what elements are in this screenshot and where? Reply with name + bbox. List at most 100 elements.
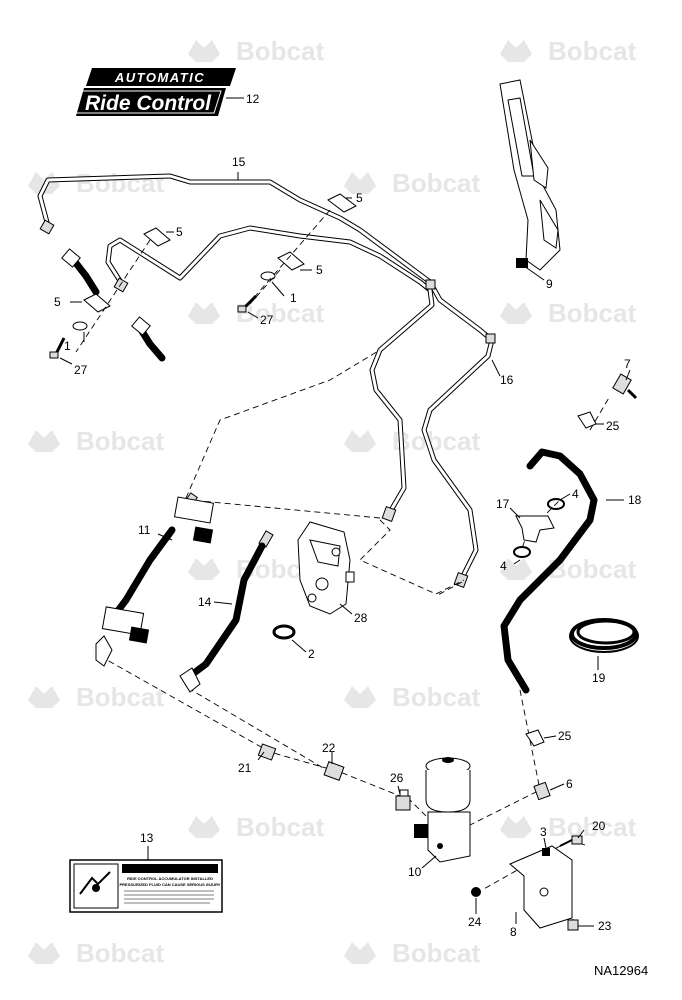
callout-7: 7: [624, 357, 631, 371]
callout-24: 24: [468, 915, 482, 929]
callout-26: 26: [390, 771, 404, 785]
clamp-25-upper: [577, 411, 597, 429]
watermark-text: Bobcat: [236, 812, 324, 842]
bracket-8: [509, 845, 573, 929]
hose-14: [179, 542, 266, 693]
hose-coil-19: [569, 618, 639, 653]
callout-5: 5: [54, 295, 61, 309]
logo-line1: AUTOMATIC: [114, 70, 205, 85]
o-ring-2: [272, 624, 296, 640]
bobcat-head-icon: [28, 430, 60, 452]
callout-1: 1: [290, 291, 297, 305]
callout-16: 16: [500, 373, 514, 387]
logo-line2: Ride Control: [85, 92, 212, 115]
callout-leaders: [59, 172, 631, 927]
bobcat-head-icon: [500, 816, 532, 838]
callout-8: 8: [510, 925, 517, 939]
warning-line2: PRESSURIZED FLUID CAN CAUSE SERIOUS INJU…: [120, 882, 221, 887]
callout-5: 5: [356, 191, 363, 205]
callout-4: 4: [572, 487, 579, 501]
watermark-text: Bobcat: [548, 812, 636, 842]
watermark-text: Bobcat: [392, 168, 480, 198]
callout-6: 6: [566, 777, 573, 791]
watermark: Bobcat: [28, 938, 164, 968]
callout-27: 27: [260, 313, 274, 327]
callout-1: 1: [64, 339, 71, 353]
fitting-7: [612, 373, 638, 400]
bobcat-head-icon: [344, 942, 376, 964]
bracket-17: [513, 498, 565, 558]
bobcat-head-icon: [500, 40, 532, 62]
hose-11: [95, 496, 215, 667]
callout-12: 12: [246, 92, 260, 106]
bobcat-head-icon: [188, 816, 220, 838]
warning-label-13: WARNING RIDE CONTROL ACCUMULATOR INSTALL…: [69, 859, 223, 913]
drawing-number: NA12964: [594, 963, 648, 978]
watermark-text: Bobcat: [392, 938, 480, 968]
callout-5: 5: [316, 263, 323, 277]
callout-22: 22: [322, 741, 336, 755]
clamps-and-bolts: [49, 193, 357, 359]
callout-14: 14: [198, 595, 212, 609]
frame-9: [499, 79, 561, 271]
watermark: Bobcat: [500, 812, 636, 842]
watermark: Bobcat: [28, 682, 164, 712]
hose-18: [500, 448, 598, 694]
bobcat-head-icon: [500, 302, 532, 324]
watermark: Bobcat: [344, 938, 480, 968]
accumulator-10: [414, 757, 471, 863]
callout-18: 18: [628, 493, 642, 507]
bolt-23: [567, 919, 579, 931]
bobcat-head-icon: [500, 558, 532, 580]
watermark: Bobcat: [188, 36, 324, 66]
callout-27: 27: [74, 363, 88, 377]
watermark: Bobcat: [188, 812, 324, 842]
callout-17: 17: [496, 497, 510, 511]
left-adapters: [61, 248, 166, 362]
callout-5: 5: [176, 225, 183, 239]
fitting-22: [323, 761, 345, 781]
watermark: Bobcat: [28, 426, 164, 456]
bobcat-head-icon: [188, 558, 220, 580]
callout-4: 4: [500, 559, 507, 573]
fitting-6: [533, 781, 551, 801]
watermark-text: Bobcat: [392, 682, 480, 712]
callout-13: 13: [140, 831, 154, 845]
screw-20: [559, 835, 583, 847]
nut-24: [471, 887, 481, 897]
warning-heading: WARNING: [153, 866, 187, 873]
bobcat-head-icon: [344, 430, 376, 452]
bobcat-head-icon: [344, 172, 376, 194]
watermark-text: Bobcat: [76, 168, 164, 198]
bobcat-head-icon: [188, 302, 220, 324]
callout-23: 23: [598, 919, 612, 933]
callout-20: 20: [592, 819, 606, 833]
watermark: Bobcat: [344, 426, 480, 456]
dashed-leaders: [75, 209, 611, 925]
bobcat-head-icon: [28, 942, 60, 964]
nut-3: [542, 848, 550, 856]
ride-control-logo: AUTOMATIC Ride Control: [72, 68, 236, 116]
callout-2: 2: [308, 647, 315, 661]
callout-3: 3: [540, 825, 547, 839]
valve-28: [297, 521, 355, 615]
callout-25: 25: [558, 729, 572, 743]
callout-10: 10: [408, 865, 422, 879]
watermark-text: Bobcat: [76, 938, 164, 968]
tube-16: [105, 225, 495, 581]
fitting-26: [395, 789, 411, 811]
bobcat-head-icon: [188, 40, 220, 62]
watermark-text: Bobcat: [392, 426, 480, 456]
callout-9: 9: [546, 277, 553, 291]
clamp-25-lower: [525, 729, 545, 747]
callout-11: 11: [138, 523, 151, 537]
warning-line1: RIDE CONTROL ACCUMULATOR INSTALLED: [127, 876, 213, 881]
watermark: Bobcat: [188, 298, 324, 328]
callout-25: 25: [606, 419, 620, 433]
watermark: Bobcat: [500, 36, 636, 66]
watermark: Bobcat: [344, 168, 480, 198]
callout-28: 28: [354, 611, 368, 625]
watermark-text: Bobcat: [548, 298, 636, 328]
